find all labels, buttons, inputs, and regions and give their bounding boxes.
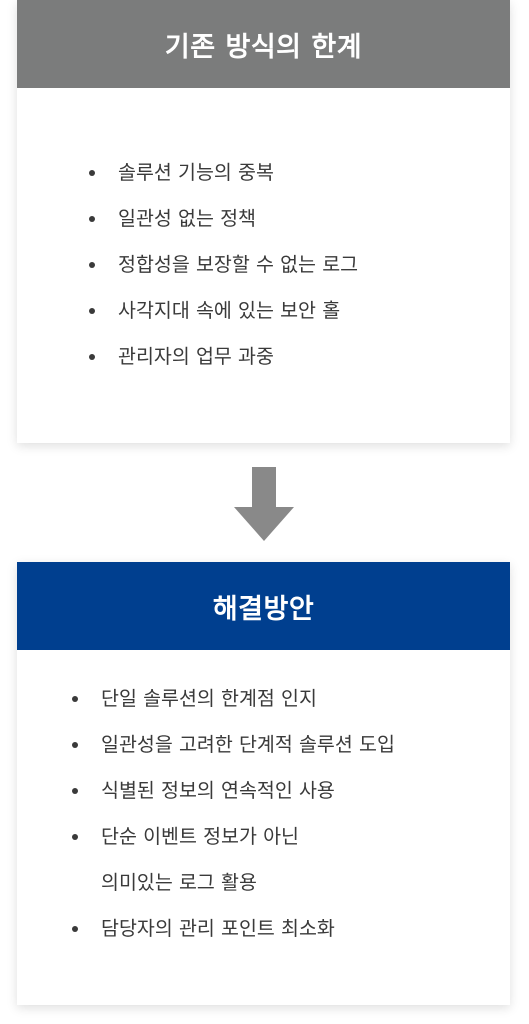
limits-card: 기존 방식의 한계 솔루션 기능의 중복 일관성 없는 정책 정합성을 보장할 … bbox=[17, 0, 510, 443]
bullet-icon bbox=[89, 354, 95, 360]
list-item: 정합성을 보장할 수 없는 로그 bbox=[89, 242, 358, 288]
bullet-icon bbox=[72, 742, 78, 748]
bullet-icon bbox=[72, 834, 78, 840]
bullet-icon bbox=[89, 170, 95, 176]
bullet-icon bbox=[72, 696, 78, 702]
solution-list: 단일 솔루션의 한계점 인지 일관성을 고려한 단계적 솔루션 도입 식별된 정… bbox=[72, 676, 395, 952]
list-item: 관리자의 업무 과중 bbox=[89, 334, 358, 380]
list-item: 식별된 정보의 연속적인 사용 bbox=[72, 768, 395, 814]
limits-title: 기존 방식의 한계 bbox=[17, 0, 510, 88]
list-item: 단일 솔루션의 한계점 인지 bbox=[72, 676, 395, 722]
bullet-icon bbox=[89, 262, 95, 268]
bullet-icon bbox=[89, 308, 95, 314]
list-item: 담당자의 관리 포인트 최소화 bbox=[72, 906, 395, 952]
list-item: 사각지대 속에 있는 보안 홀 bbox=[89, 288, 358, 334]
list-item: 일관성을 고려한 단계적 솔루션 도입 bbox=[72, 722, 395, 768]
bullet-icon bbox=[72, 788, 78, 794]
list-item: 솔루션 기능의 중복 bbox=[89, 150, 358, 196]
limits-list: 솔루션 기능의 중복 일관성 없는 정책 정합성을 보장할 수 없는 로그 사각… bbox=[89, 150, 358, 380]
list-item: 일관성 없는 정책 bbox=[89, 196, 358, 242]
down-arrow-icon bbox=[234, 467, 294, 541]
solution-title: 해결방안 bbox=[17, 562, 510, 650]
bullet-icon bbox=[72, 926, 78, 932]
solution-card: 해결방안 단일 솔루션의 한계점 인지 일관성을 고려한 단계적 솔루션 도입 … bbox=[17, 562, 510, 1005]
bullet-icon bbox=[89, 216, 95, 222]
